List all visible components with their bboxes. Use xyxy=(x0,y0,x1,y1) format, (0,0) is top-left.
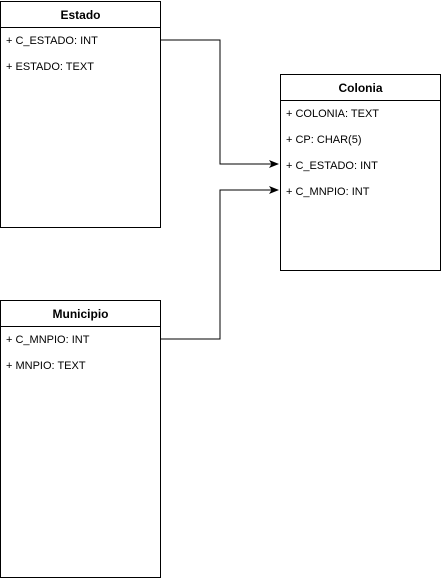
entity-title: Colonia xyxy=(281,75,440,101)
entity-field-list: + C_MNPIO: INT + MNPIO: TEXT xyxy=(1,327,160,379)
entity-field[interactable]: + C_ESTADO: INT xyxy=(286,160,378,172)
entity-field[interactable]: + ESTADO: TEXT xyxy=(6,61,94,73)
entity-field[interactable]: + COLONIA: TEXT xyxy=(286,108,380,120)
connector-municipio-to-colonia xyxy=(161,186,279,340)
entity-field[interactable]: + C_MNPIO: INT xyxy=(286,186,370,198)
entity-field[interactable]: + C_ESTADO: INT xyxy=(6,35,98,47)
entity-field-list: + C_ESTADO: INT + ESTADO: TEXT xyxy=(1,28,160,80)
entity-municipio[interactable]: Municipio + C_MNPIO: INT + MNPIO: TEXT xyxy=(0,300,161,578)
entity-field-list: + COLONIA: TEXT + CP: CHAR(5) + C_ESTADO… xyxy=(281,101,440,205)
entity-field[interactable]: + C_MNPIO: INT xyxy=(6,334,90,346)
entity-title: Municipio xyxy=(1,301,160,327)
entity-estado[interactable]: Estado + C_ESTADO: INT + ESTADO: TEXT xyxy=(0,1,161,228)
entity-colonia[interactable]: Colonia + COLONIA: TEXT + CP: CHAR(5) + … xyxy=(280,74,441,271)
entity-field[interactable]: + CP: CHAR(5) xyxy=(286,134,362,146)
connector-estado-to-colonia xyxy=(161,39,279,168)
entity-title: Estado xyxy=(1,2,160,28)
entity-field[interactable]: + MNPIO: TEXT xyxy=(6,360,86,372)
